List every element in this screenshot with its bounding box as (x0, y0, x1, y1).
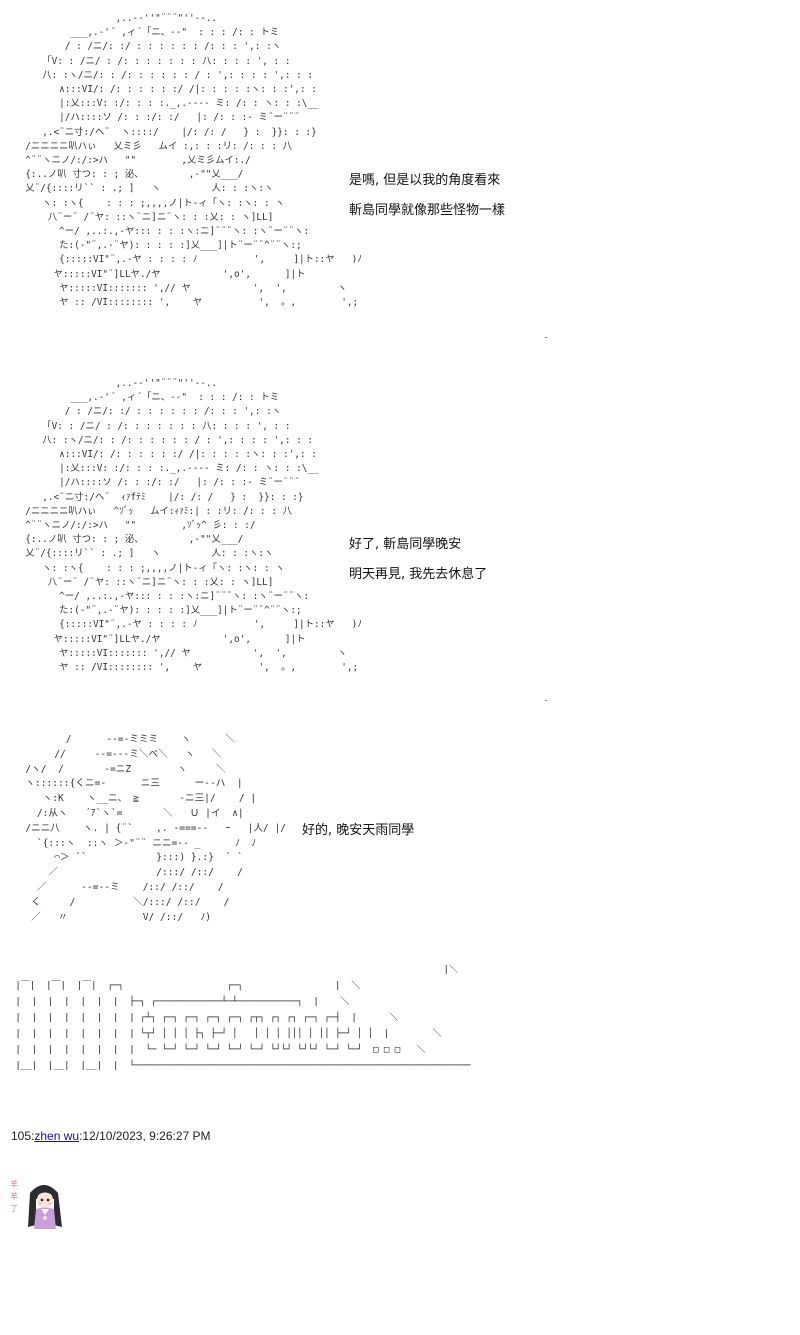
avatar-side-char: 了 (10, 1204, 18, 1213)
dialogue-panel-1: 是嗎, 但是以我的角度看來 斬島同學就像那些怪物一樣 (349, 166, 505, 226)
post-timestamp: :12/10/2023, 9:26:27 PM (79, 1129, 211, 1143)
to-be-continued-banner: |＼ |￣| |￣| |￣| ┌─┐ ┌─┐ | ＼ | | | | | | |… (15, 965, 471, 1071)
anime-girl-avatar-icon: 羊 羊 了 (8, 1173, 68, 1233)
avatar-side-char: 羊 (10, 1191, 18, 1201)
post-separator: : (31, 1129, 35, 1143)
dialogue-line: 好了, 斬島同學晚安 (349, 537, 462, 552)
avatar-side-char: 羊 (10, 1179, 18, 1189)
dialogue-panel-2: 好了, 斬島同學晚安 明天再見, 我先去休息了 (349, 530, 487, 590)
stray-dot (545, 337, 547, 338)
dialogue-line: 好的, 晚安天雨同學 (302, 823, 415, 838)
dialogue-panel-3: 好的, 晚安天雨同學 (302, 816, 414, 846)
stray-dot (545, 700, 547, 701)
post-meta: 105:zhen wu:12/10/2023, 9:26:27 PM (11, 1129, 211, 1143)
dialogue-line: 明天再見, 我先去休息了 (349, 567, 488, 582)
author-link[interactable]: zhen wu (34, 1129, 80, 1143)
post-number: 105 (11, 1129, 32, 1143)
ascii-art-panel-3: / --=-ミミミ ヽ ＼ // --=---ミ＼ベ＼ ヽ ＼ /ヽ/ / -=… (25, 734, 287, 923)
ascii-art-panel-1: ,..-‐''"¨¨¨"''‐-.. ___,.-'´ ,ィ´「ニ、-‐" : … (25, 13, 362, 309)
ascii-art-panel-2: ,..-‐''"¨¨¨"''‐-.. ___,.-'´ ,ィ´「ニ、-‐" : … (25, 378, 362, 674)
dialogue-line: 是嗎, 但是以我的角度看來 (349, 173, 501, 188)
dialogue-line: 斬島同學就像那些怪物一樣 (349, 203, 506, 218)
